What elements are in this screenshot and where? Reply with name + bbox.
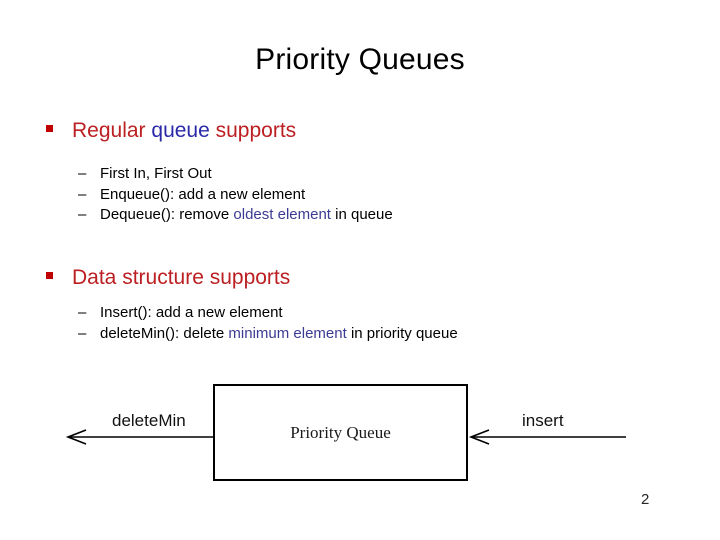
sub-bullet-item: –Insert(): add a new element — [78, 303, 458, 324]
text-run-1: queue — [151, 119, 210, 142]
bullet-square-icon — [46, 265, 72, 291]
sub-text-run-2: in priority queue — [346, 324, 458, 342]
bullet-square-icon — [46, 118, 72, 144]
text-run-0: Data structure supports — [72, 266, 291, 289]
bullet-heading-2: Data structure supports — [46, 265, 290, 291]
sub-list-2: –Insert(): add a new element–deleteMin()… — [78, 303, 458, 344]
bullet-heading-1-text: Regular queue supports — [72, 119, 296, 142]
sub-text-run-0: Enqueue(): add a new element — [100, 185, 306, 203]
sub-bullet-item: –Enqueue(): add a new element — [78, 185, 393, 206]
sub-bullet-item: –deleteMin(): delete minimum element in … — [78, 324, 458, 345]
page-title: Priority Queues — [255, 43, 465, 76]
sub-text-run-0: deleteMin(): delete — [100, 324, 229, 342]
sub-bullet-item: –First In, First Out — [78, 164, 393, 185]
bullet-heading-1: Regular queue supports — [46, 118, 296, 144]
sub-text-run-0: Dequeue(): remove — [100, 206, 234, 223]
sub-text-run-0: First In, First Out — [100, 165, 212, 182]
en-dash-marker: – — [78, 185, 87, 203]
en-dash-marker: – — [78, 165, 87, 182]
en-dash-marker: – — [78, 304, 87, 321]
bullet-heading-2-text: Data structure supports — [72, 266, 290, 289]
sub-text-run-2: in queue — [330, 206, 393, 223]
sub-text-run-1: minimum element — [228, 324, 347, 342]
sub-text-run-1: oldest element — [233, 206, 331, 223]
text-run-2: supports — [209, 119, 297, 142]
page-number: 2 — [641, 491, 650, 508]
sub-bullet-item: –Dequeue(): remove oldest element in que… — [78, 205, 393, 226]
text-run-0: Regular — [72, 119, 152, 142]
en-dash-marker: – — [78, 324, 87, 342]
en-dash-marker: – — [78, 206, 87, 223]
sub-text-run-0: Insert(): add a new element — [100, 304, 283, 321]
sub-list-1: –First In, First Out–Enqueue(): add a ne… — [78, 164, 393, 226]
